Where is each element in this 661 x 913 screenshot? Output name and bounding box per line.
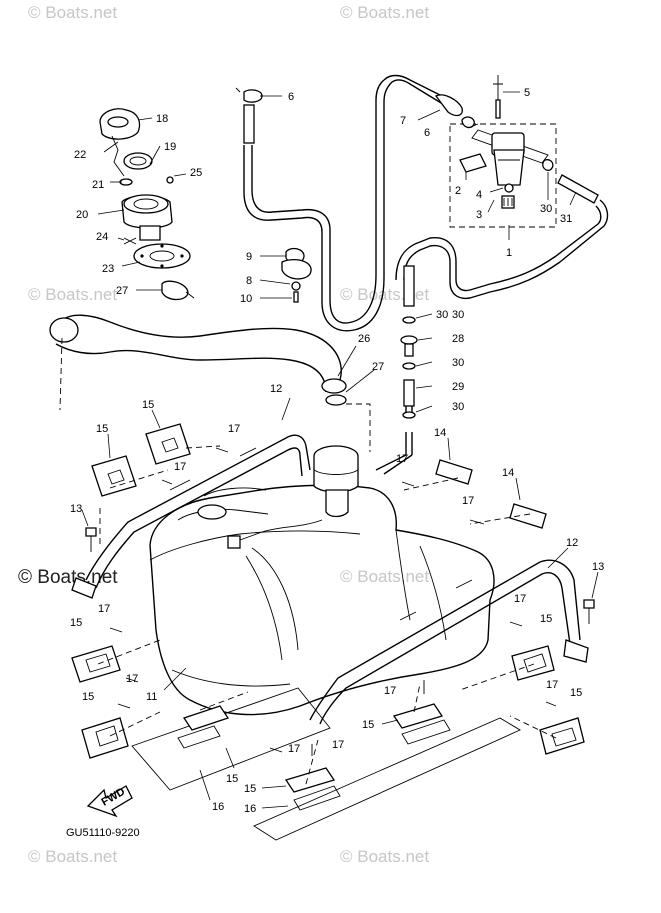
callout-27-clamp: 27 [116,285,128,297]
callout-15-e: 15 [540,613,552,625]
callout-29: 29 [452,381,464,393]
fuel-tank [149,445,495,716]
callout-17-d: 17 [462,495,474,507]
callout-14-front: 14 [434,427,446,439]
watermark-lower-right: © Boats.net [340,567,429,586]
callout-15-b: 15 [142,399,154,411]
watermark-mid-right: © Boats.net [340,285,429,304]
watermark-layer: © Boats.net © Boats.net © Boats.net © Bo… [18,3,429,866]
mounting-pads-and-plates [71,423,585,841]
part-callouts: 1 2 3 4 5 6 6 7 8 9 10 11 12 12 13 13 14… [70,87,604,815]
callout-12-left-strap: 12 [270,383,282,395]
callout-13-right: 13 [592,561,604,573]
callout-9: 9 [246,251,252,263]
callout-2: 2 [455,185,461,197]
callout-1: 1 [506,247,512,259]
watermark-mid-left: © Boats.net [28,285,117,304]
filler-cap-assembly [99,108,195,301]
callout-3: 3 [476,209,482,221]
callout-25: 25 [190,167,202,179]
callout-15-a: 15 [96,423,108,435]
callout-6-filter-clamp: 6 [424,127,430,139]
callout-15-i: 15 [244,783,256,795]
callout-30-e: 30 [452,309,464,321]
callout-15-f: 15 [570,687,582,699]
callout-15-c: 15 [70,617,82,629]
callout-7: 7 [400,115,406,127]
callout-17-f: 17 [126,673,138,685]
callout-6-hose-clamp: 6 [288,91,294,103]
fuel-hoses [243,74,609,475]
watermark-top-right: © Boats.net [340,3,429,22]
callout-19: 19 [164,141,176,153]
callout-16-left-plate: 16 [212,801,224,813]
fuel-filter-assembly [449,75,599,240]
diagram-code: GU51110-9220 [66,827,140,839]
callout-17-i: 17 [384,685,396,697]
callout-26: 26 [358,333,370,345]
callout-31: 31 [560,213,572,225]
callout-20: 20 [76,209,88,221]
callout-16-right-plate: 16 [244,803,256,815]
callout-23: 23 [102,263,114,275]
callout-17-e: 17 [98,603,110,615]
watermark-top-left: © Boats.net [28,3,117,22]
callout-10: 10 [240,293,252,305]
callout-17-j: 17 [288,743,300,755]
callout-22: 22 [74,149,86,161]
callout-8: 8 [246,275,252,287]
callout-15-d: 15 [82,691,94,703]
callout-18: 18 [156,113,168,125]
callout-12-right-strap: 12 [566,537,578,549]
watermark-center-left: © Boats.net [18,567,118,588]
callout-30-b: 30 [452,357,464,369]
tank-straps [71,434,589,725]
callout-15-g: 15 [362,719,374,731]
watermark-bottom-left: © Boats.net [28,847,117,866]
callout-21: 21 [92,179,104,191]
callout-11: 11 [146,691,157,703]
bolts-and-pins [85,447,595,756]
filler-hose [49,314,347,406]
callout-14-rear: 14 [502,467,514,479]
assembly-lines [59,337,557,785]
watermark-bottom-right: © Boats.net [340,847,429,866]
callout-30-d: 30 [540,203,552,215]
leader-lines [81,95,599,809]
callout-17-b: 17 [174,461,186,473]
clamps-and-fittings [235,87,475,419]
callout-17-k: 17 [332,739,344,751]
callout-27-hose-clamp: 27 [372,361,384,373]
callout-30-a: 30 [436,309,448,321]
callout-28: 28 [452,333,464,345]
callout-30-c: 30 [452,401,464,413]
callout-17-g: 17 [514,593,526,605]
callout-24: 24 [96,231,108,243]
forward-direction-arrow: FWD [86,785,133,818]
callout-17-h: 17 [546,679,558,691]
callout-5: 5 [524,87,530,99]
callout-13-left: 13 [70,503,82,515]
callout-17-a: 17 [228,423,240,435]
callout-17-c: 17 [396,453,408,465]
callout-4: 4 [476,189,482,201]
callout-15-h: 15 [226,773,238,785]
